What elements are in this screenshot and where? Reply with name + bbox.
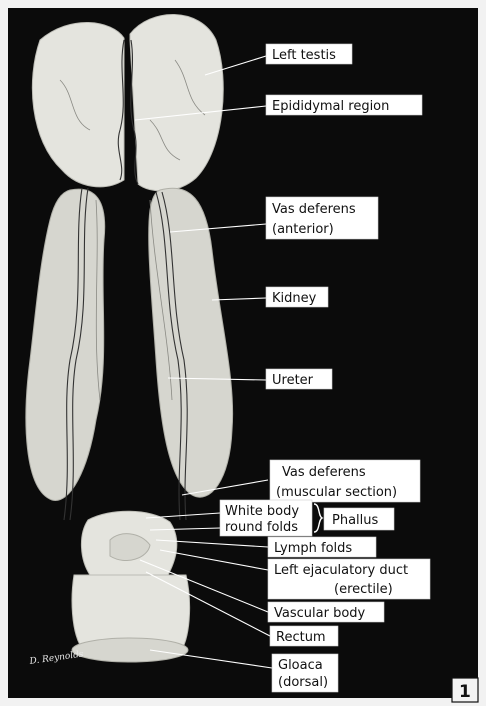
- left-vas-deferens: [155, 191, 182, 521]
- kidneys-illustration: [25, 187, 234, 501]
- label-ureter: Ureter: [272, 373, 314, 388]
- leader-rectum: [145, 571, 271, 637]
- label-kidney: Kidney: [272, 291, 317, 306]
- ducts-illustration: [63, 187, 188, 521]
- label-white-body: White body: [225, 504, 299, 519]
- cloaca-illustration: [71, 510, 191, 663]
- leader-kidney: [211, 297, 267, 301]
- leader-left-testis: [204, 55, 267, 76]
- leader-ureter: [167, 377, 267, 381]
- left-kidney: [148, 187, 234, 498]
- testes-illustration: [31, 14, 224, 192]
- leader-lymph-folds: [155, 539, 269, 548]
- figure-number: 1: [459, 682, 471, 702]
- right-kidney: [25, 188, 106, 501]
- label-lymph-folds: Lymph folds: [274, 541, 352, 556]
- label-vascular-body: Vascular body: [274, 606, 366, 621]
- leader-lines: [134, 55, 273, 669]
- leader-round-folds: [149, 527, 221, 531]
- left-vas-deferens-inner: [161, 191, 188, 521]
- label-round-folds: round folds: [225, 520, 298, 535]
- right-vas-deferens: [63, 187, 83, 521]
- leader-vas-deferens-anterior: [169, 223, 267, 233]
- phallus-brace: [313, 503, 324, 533]
- label-vas-deferens-anterior-line1: Vas deferens: [272, 202, 356, 217]
- epididymis-right: [117, 39, 125, 181]
- label-vas-deferens-anterior-line2: (anterior): [272, 222, 334, 237]
- label-gloaca-line2: (dorsal): [278, 675, 328, 690]
- epididymis-left: [130, 39, 139, 185]
- label-vas-deferens-muscular-line1: Vas deferens: [282, 465, 366, 480]
- label-left-ejaculatory-duct-line1: Left ejaculatory duct: [274, 563, 408, 578]
- leader-gloaca: [149, 649, 273, 669]
- leader-white-body: [145, 512, 221, 519]
- leader-vas-deferens-muscular: [181, 479, 269, 496]
- label-left-ejaculatory-duct-line2: (erectile): [334, 582, 393, 597]
- leader-left-ejaculatory-duct: [159, 549, 269, 571]
- leader-vascular-body: [139, 559, 269, 613]
- label-phallus: Phallus: [332, 513, 379, 528]
- leader-epididymal-region: [134, 105, 267, 121]
- label-vas-deferens-muscular-line2: (muscular section): [276, 485, 397, 500]
- gloaca-shape: [71, 637, 189, 663]
- testis-veins: [59, 59, 206, 161]
- label-gloaca-line1: Gloaca: [278, 658, 323, 673]
- label-rectum: Rectum: [276, 630, 326, 645]
- right-vas-deferens-inner: [69, 187, 89, 521]
- label-left-testis: Left testis: [272, 48, 336, 63]
- label-epididymal-region: Epididymal region: [272, 99, 389, 114]
- ureters: [95, 199, 173, 401]
- vascular-body-shape: [109, 533, 151, 561]
- figure-number-box: [451, 677, 479, 703]
- right-testis: [31, 22, 125, 188]
- labels: Left testis Epididymal region Vas defere…: [219, 43, 431, 693]
